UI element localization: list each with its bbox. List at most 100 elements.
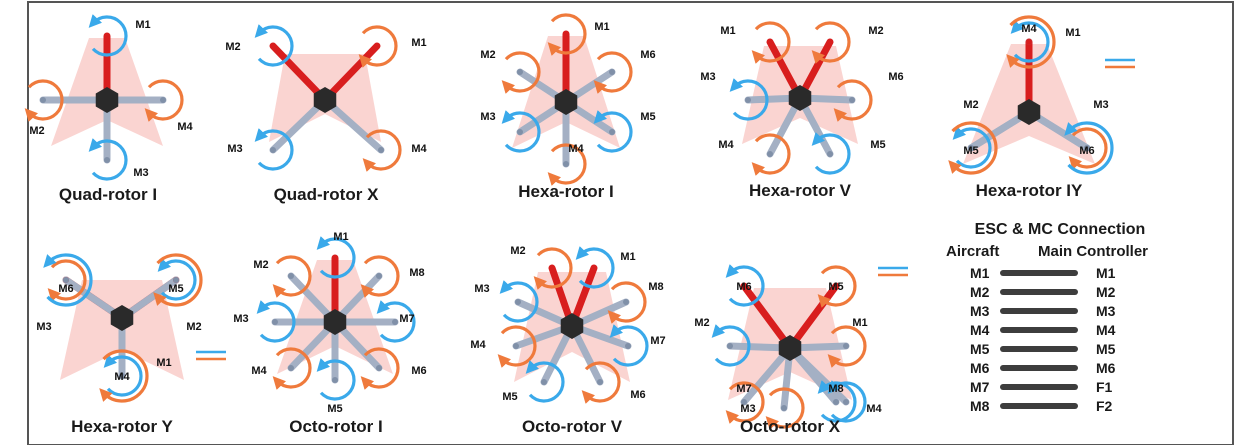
rotor-cw-arrow (153, 253, 203, 307)
equivalence-sign (196, 350, 226, 361)
rotor-cw-arrow (47, 259, 87, 302)
rotor-ccw-arrow (499, 280, 539, 323)
motor-label: M5 (640, 111, 655, 123)
motor-label: M1 (156, 357, 171, 369)
motor-label: M1 (594, 21, 609, 33)
motor-mount (563, 31, 569, 37)
motor-mount (827, 39, 833, 45)
motor-label: M2 (694, 317, 709, 329)
rotor-ccw-arrow (593, 110, 633, 153)
rotor-ccw-arrow (157, 258, 197, 301)
rotor-cw-arrow (547, 13, 587, 56)
frame-title: Hexa-rotor V (749, 181, 852, 200)
motor-label: M3 (227, 143, 242, 155)
esc-connection-wire (1000, 289, 1078, 295)
front-arm (269, 42, 329, 104)
motor-mount (591, 265, 597, 271)
motor-label: M4 (470, 339, 486, 351)
rotor-cw-arrow (607, 281, 647, 324)
motor-mount (625, 343, 631, 349)
hub-body (110, 305, 134, 331)
motor-mount (843, 399, 849, 405)
motor-label: M3 (133, 167, 148, 179)
arm (740, 344, 794, 406)
motor-label: M2 (253, 259, 268, 271)
esc-connection-wire (1000, 384, 1078, 390)
motor-mount (741, 283, 747, 289)
rotor-ccw-arrow (376, 300, 416, 343)
motor-label: M6 (736, 281, 751, 293)
motor-label: M7 (399, 313, 414, 325)
rotor-cw-arrow (497, 325, 537, 368)
esc-aircraft-motor: M1 (970, 265, 990, 281)
rotor-cw-arrow (948, 121, 998, 175)
motor-label: M6 (58, 283, 73, 295)
motor-label: M5 (502, 391, 517, 403)
esc-controller-port: M3 (1096, 303, 1116, 319)
motor-mount (374, 43, 380, 49)
motor-label: M1 (720, 25, 735, 37)
motor-mount (741, 399, 747, 405)
esc-aircraft-motor: M8 (970, 398, 990, 414)
front-arm (740, 282, 794, 352)
motor-mount (517, 69, 523, 75)
motor-mount (515, 299, 521, 305)
motor-label: M4 (1021, 23, 1037, 35)
motor-mount (833, 399, 839, 405)
rotor-cw-arrow (751, 133, 791, 176)
esc-aircraft-motor: M4 (970, 322, 990, 338)
motor-label: M5 (168, 283, 183, 295)
motor-mount (288, 365, 294, 371)
esc-aircraft-motor: M7 (970, 379, 990, 395)
hub-body (560, 313, 584, 339)
rotor-cw-arrow (272, 347, 312, 390)
rotor-ccw-arrow (256, 300, 296, 343)
hub-body (313, 87, 337, 113)
rotor-ccw-arrow (501, 110, 541, 153)
esc-controller-port: F1 (1096, 379, 1113, 395)
motor-label: M3 (1093, 99, 1108, 111)
motor-mount (332, 255, 338, 261)
motor-label: M3 (700, 71, 715, 83)
motor-mount (173, 277, 179, 283)
rotor-ccw-arrow (1064, 121, 1114, 175)
motor-label: M1 (620, 251, 635, 263)
motor-mount (270, 147, 276, 153)
motor-label: M2 (868, 25, 883, 37)
motor-label: M1 (852, 317, 867, 329)
rotor-cw-arrow (360, 255, 400, 298)
motor-mount (517, 129, 523, 135)
esc-connection-wire (1000, 327, 1078, 333)
rotor-cw-arrow (765, 387, 805, 430)
motor-label: M4 (718, 139, 734, 151)
motor-mount (376, 365, 382, 371)
rotor-ccw-arrow (827, 380, 867, 423)
frame-title: Octo-rotor V (522, 417, 623, 436)
motor-mount (849, 97, 855, 103)
esc-column-aircraft: Aircraft (946, 243, 999, 260)
motor-label: M1 (1065, 27, 1080, 39)
motor-mount (843, 343, 849, 349)
motor-mount (833, 283, 839, 289)
frame-title: Octo-rotor I (289, 417, 383, 436)
rotor-ccw-arrow (1010, 20, 1050, 63)
rotor-cw-arrow (533, 247, 573, 290)
rotor-cw-arrow (272, 255, 312, 298)
motor-mount (392, 319, 398, 325)
motor-label: M5 (828, 281, 843, 293)
motor-mount (1084, 145, 1090, 151)
rotor-ccw-arrow (711, 324, 751, 367)
esc-controller-port: M5 (1096, 341, 1116, 357)
hub-body (1017, 99, 1041, 125)
rotor-cw-arrow (501, 51, 541, 94)
rotor-cw-arrow (358, 25, 398, 68)
motor-label: M6 (411, 365, 426, 377)
